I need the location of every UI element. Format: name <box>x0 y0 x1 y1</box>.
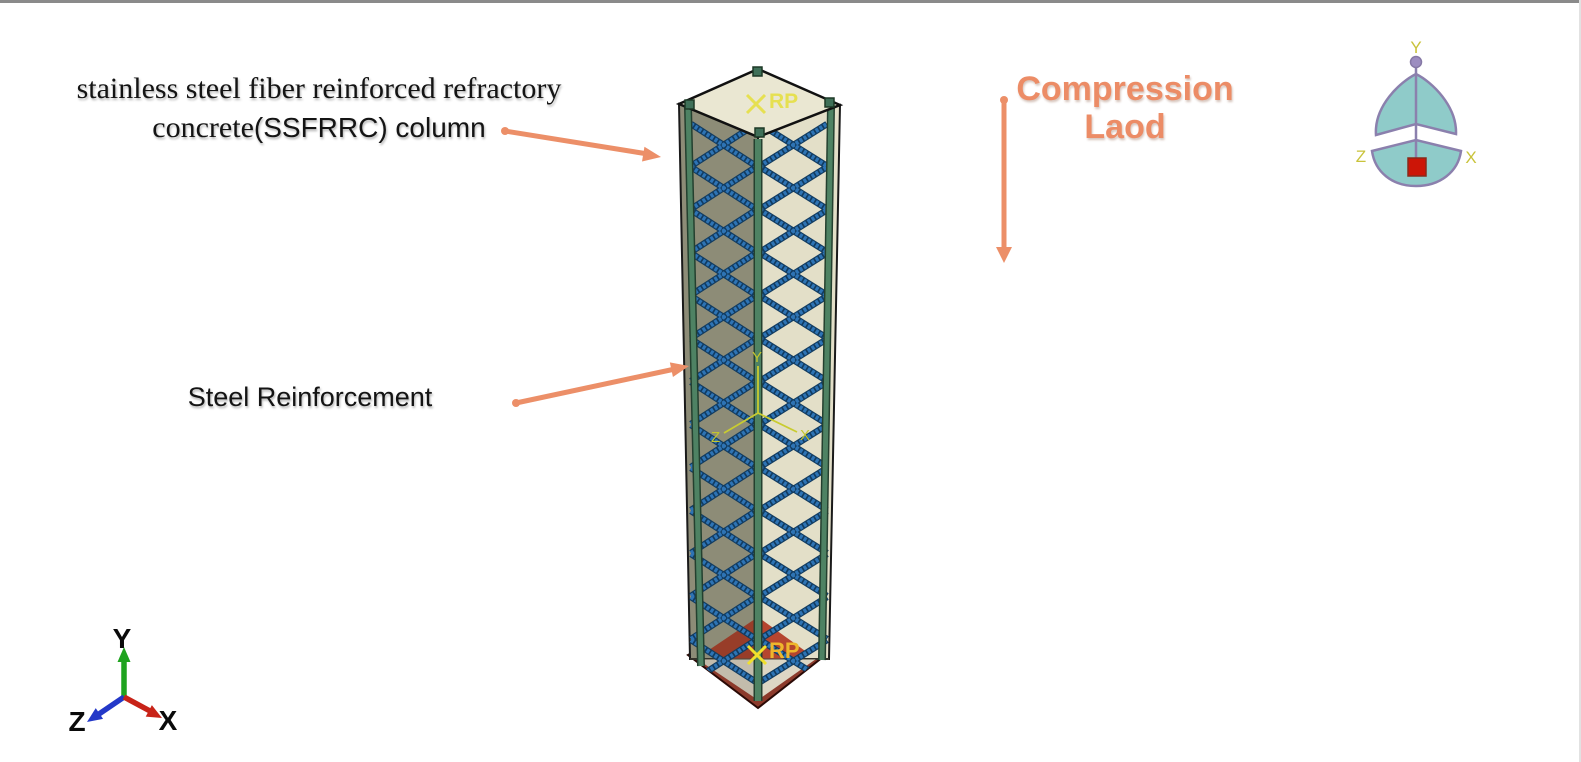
origin-x-axis-arrowhead <box>145 705 162 718</box>
view-triad-red-square <box>1407 157 1427 177</box>
rebar-tie-segment <box>689 552 758 598</box>
reference-point-bottom: RP <box>746 638 800 666</box>
steel-reinforcement-label: Steel Reinforcement <box>187 382 433 412</box>
right-border-line <box>1579 0 1581 762</box>
rebar-tie-segment <box>758 595 829 641</box>
rebar-tie-segment <box>758 380 829 426</box>
model-x-axis-line <box>757 412 798 433</box>
annotation-arrows <box>501 96 1012 407</box>
rebar-tie-segment <box>758 165 829 211</box>
compression-word2: Laod <box>1084 108 1166 146</box>
reference-point-top: RP <box>745 90 798 115</box>
column-title-label: stainless steel fiber reinforced refract… <box>38 69 600 147</box>
rebar-tie-segment <box>689 380 758 426</box>
steel-arrowhead <box>669 362 689 378</box>
rebar-tie-segment <box>689 595 758 641</box>
rebar-tie-segment <box>758 509 829 555</box>
rebar-tie-segment <box>758 423 829 469</box>
rebar-tie-segment <box>758 337 829 383</box>
origin-z-axis-shaft <box>97 694 126 717</box>
rebar-tie-segment <box>758 122 829 168</box>
rebar-tie-segment <box>689 208 758 254</box>
view-orientation-triad: Y Z X <box>1356 38 1477 188</box>
model-z-axis-label: Z <box>711 429 720 446</box>
view-triad-sphere <box>1409 55 1423 69</box>
rebar-end-top <box>752 66 763 77</box>
origin-z-label: Z <box>68 706 85 737</box>
column-title-line1: stainless steel fiber reinforced refract… <box>76 72 562 105</box>
rebar-tie-segment <box>758 294 829 340</box>
view-triad-z-label: Z <box>1356 147 1366 166</box>
rebar-tie-segment <box>758 208 829 254</box>
steel-tie-lattice <box>689 121 829 685</box>
model-x-axis-label: X <box>800 427 810 444</box>
rebar-tie-segment <box>689 165 758 211</box>
rebar-tie-segment <box>689 423 758 469</box>
column-arrowhead <box>642 146 661 162</box>
rebar-tie-segment <box>689 638 758 684</box>
model-y-axis-label: Y <box>752 349 762 366</box>
origin-y-axis-arrowhead <box>117 647 131 662</box>
rebar-tie-segment <box>689 294 758 340</box>
rp-bottom-cross-marker <box>746 644 768 666</box>
rp-top-label: RP <box>769 90 798 113</box>
rebar-tie-segment <box>689 509 758 555</box>
compression-word1: Compression <box>1016 70 1234 108</box>
column-arrow-shaft <box>504 128 649 157</box>
rp-top-cross-marker <box>745 93 767 115</box>
column-title-line2-sans: (SSFRRC) column <box>253 112 486 143</box>
origin-z-axis-arrowhead <box>87 708 104 722</box>
steel-arrow-shaft <box>515 366 676 406</box>
compression-load-label: Compression Laod <box>1005 70 1245 146</box>
origin-coordinate-triad: Y Z X <box>68 623 177 737</box>
column-title-line2-serif: concrete <box>152 111 254 144</box>
rebar-right <box>819 105 834 661</box>
rebar-tie-segment <box>758 552 829 598</box>
origin-x-axis-shaft <box>122 694 152 714</box>
rebar-tie-segment <box>689 337 758 383</box>
rebar-end-left <box>684 99 695 110</box>
rebar-tie-segment <box>689 251 758 297</box>
view-triad-x-label: X <box>1465 148 1476 167</box>
model-origin-axes <box>723 366 798 434</box>
rebar-tie-segment <box>758 251 829 297</box>
rebar-left <box>685 105 704 667</box>
model-origin-axis-labels: Y Z X <box>711 349 810 446</box>
rebar-tie-segment <box>758 466 829 512</box>
rebar-tie-segment <box>689 122 758 168</box>
rp-bottom-label: RP <box>769 638 800 663</box>
rebar-tie-segment <box>689 466 758 512</box>
compression-arrowhead <box>996 247 1012 263</box>
model-z-axis-line <box>723 412 759 434</box>
origin-y-label: Y <box>113 623 132 654</box>
vertical-rebars <box>684 105 835 701</box>
top-border-line <box>0 0 1581 3</box>
rebar-end-right <box>824 97 835 108</box>
rebar-end-front <box>754 127 765 138</box>
origin-x-label: X <box>159 705 178 736</box>
view-triad-y-label: Y <box>1410 38 1421 57</box>
column-top-face-group <box>675 66 844 139</box>
